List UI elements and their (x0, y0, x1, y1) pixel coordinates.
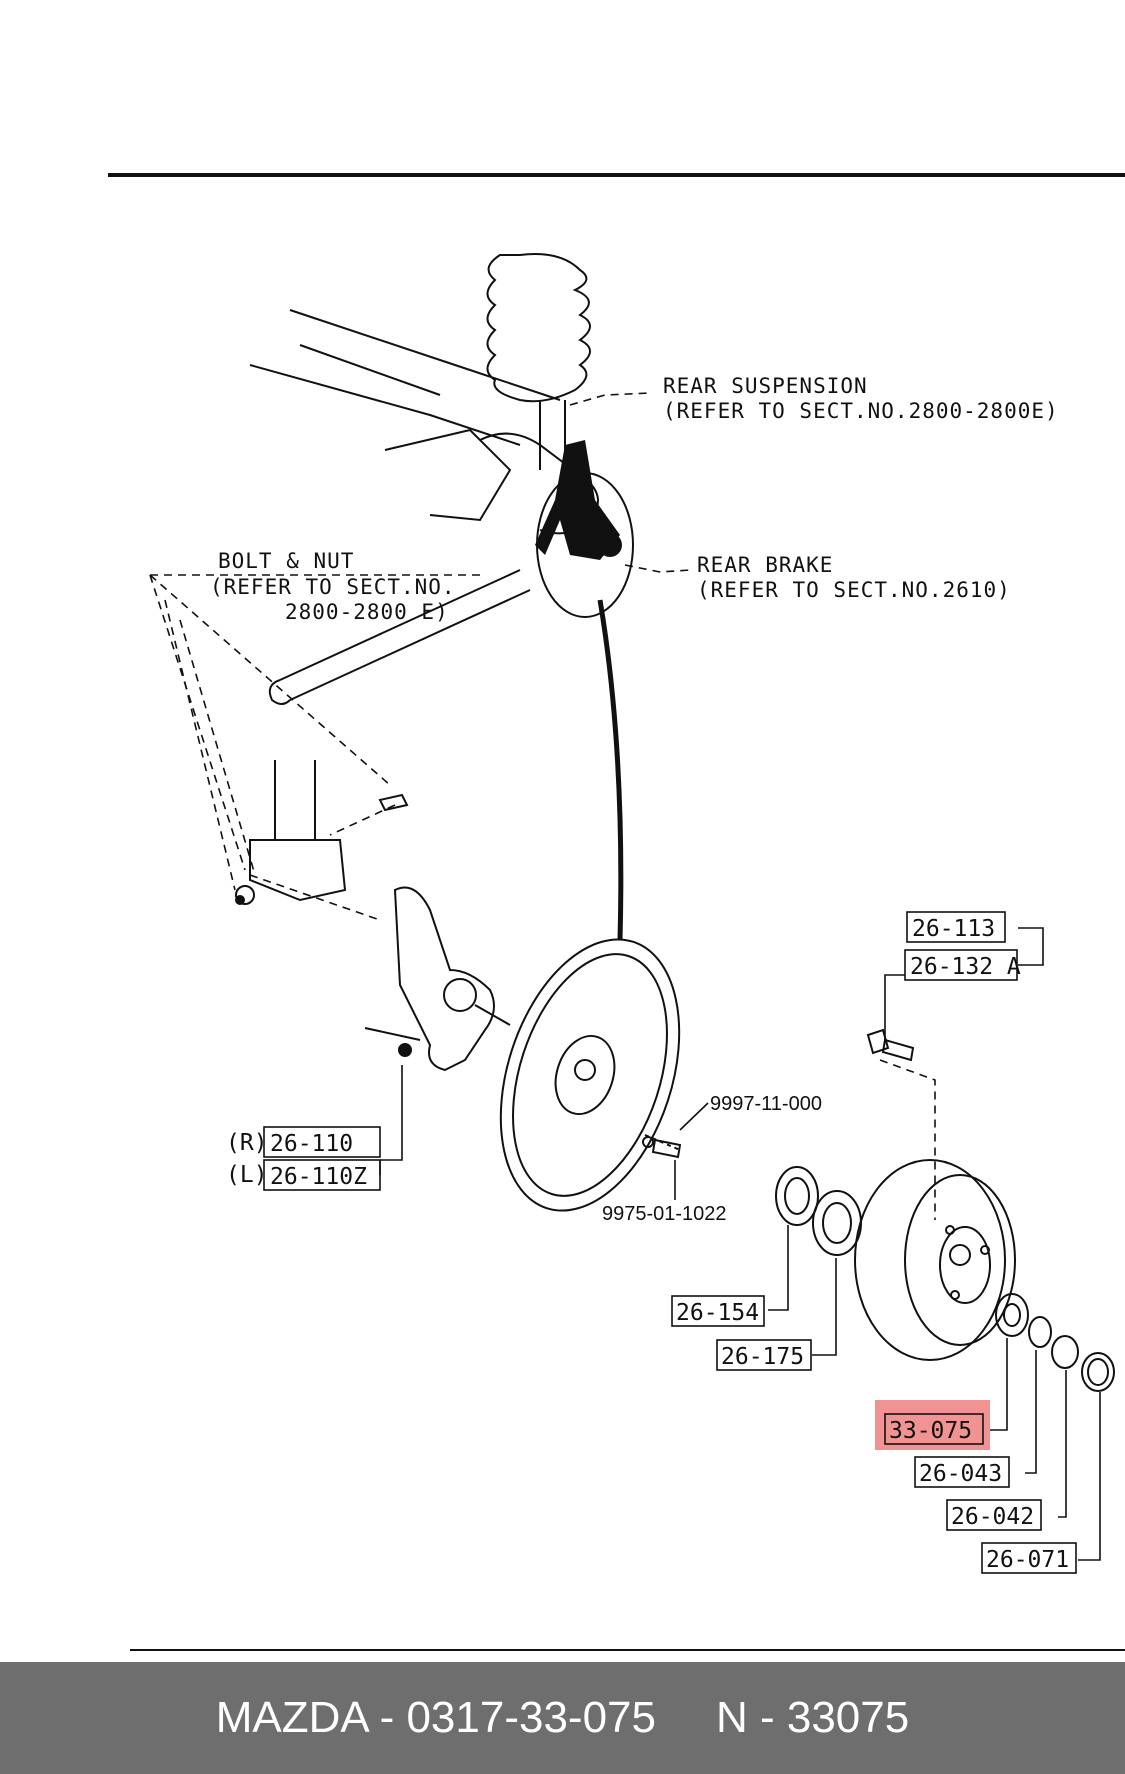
part-box-26-071: 26-071 (981, 1542, 1077, 1574)
right-side-label: (R) (226, 1130, 268, 1156)
part-26-071: 26-071 (986, 1547, 1069, 1573)
footer-bar: MAZDA - 0317-33-075 N - 33075 (0, 1662, 1125, 1774)
part-26-043: 26-043 (919, 1461, 1002, 1487)
part-box-33-075-highlighted: 33-075 (875, 1400, 990, 1450)
part-box-26-113: 26-113 (906, 911, 1006, 943)
bolt-nut-title: BOLT & NUT (218, 549, 354, 573)
bolt-nut-ref-range: 2800-2800 E) (285, 600, 449, 624)
brake-assembly-drawing (535, 440, 634, 941)
suspension-arm-drawing (249, 309, 599, 705)
rear-brake-ref: (REFER TO SECT.NO.2610) (697, 578, 1011, 602)
part-box-26-132a: 26-132 A (904, 949, 1021, 981)
part-26-154: 26-154 (676, 1300, 759, 1326)
part-33-075: 33-075 (889, 1418, 972, 1444)
rear-suspension-title: REAR SUSPENSION (663, 374, 868, 398)
footer-mazda-part-number: MAZDA - 0317-33-075 (215, 1693, 656, 1742)
leader-lines (149, 392, 936, 1220)
hub-parts-drawing (995, 1293, 1115, 1392)
part-26-113: 26-113 (912, 916, 995, 942)
highlight-overlay (875, 1400, 990, 1450)
part-box-26-175: 26-175 (716, 1339, 812, 1371)
part-box-26-043: 26-043 (914, 1456, 1010, 1488)
brake-drum-drawing (854, 1159, 1016, 1361)
part-26-110z: 26-110Z (270, 1164, 367, 1190)
part-box-26-042: 26-042 (946, 1499, 1042, 1531)
footer-n-part-number: N - 33075 (715, 1693, 910, 1742)
left-side-label: (L) (226, 1162, 268, 1188)
part-26-042: 26-042 (951, 1504, 1034, 1530)
part-26-132a: 26-132 A (910, 954, 1021, 980)
rear-brake-title: REAR BRAKE (697, 553, 833, 577)
bolt-nut-ref: (REFER TO SECT.NO. (210, 575, 456, 599)
part-box-26-154: 26-154 (671, 1295, 765, 1327)
part-box-26-110z: 26-110Z (263, 1159, 381, 1191)
backing-plate-drawing (499, 938, 682, 1212)
mount-bracket-drawing (235, 760, 409, 905)
part-9975-01-1022: 9975-01-1022 (602, 1203, 727, 1225)
part-26-110: 26-110 (270, 1131, 353, 1157)
bearings-drawing (775, 1166, 862, 1256)
strut-boot-drawing (486, 253, 591, 470)
part-box-26-110: 26-110 (263, 1126, 381, 1158)
part-leader-lines (379, 927, 1101, 1561)
rear-suspension-ref: (REFER TO SECT.NO.2800-2800E) (663, 399, 1059, 423)
part-9997-11-000: 9997-11-000 (710, 1093, 822, 1115)
knuckle-drawing (364, 886, 511, 1072)
parts-diagram: REAR SUSPENSION (REFER TO SECT.NO.2800-2… (108, 173, 1125, 1651)
part-26-175: 26-175 (721, 1344, 804, 1370)
hub-bolt-drawing (866, 1028, 915, 1062)
